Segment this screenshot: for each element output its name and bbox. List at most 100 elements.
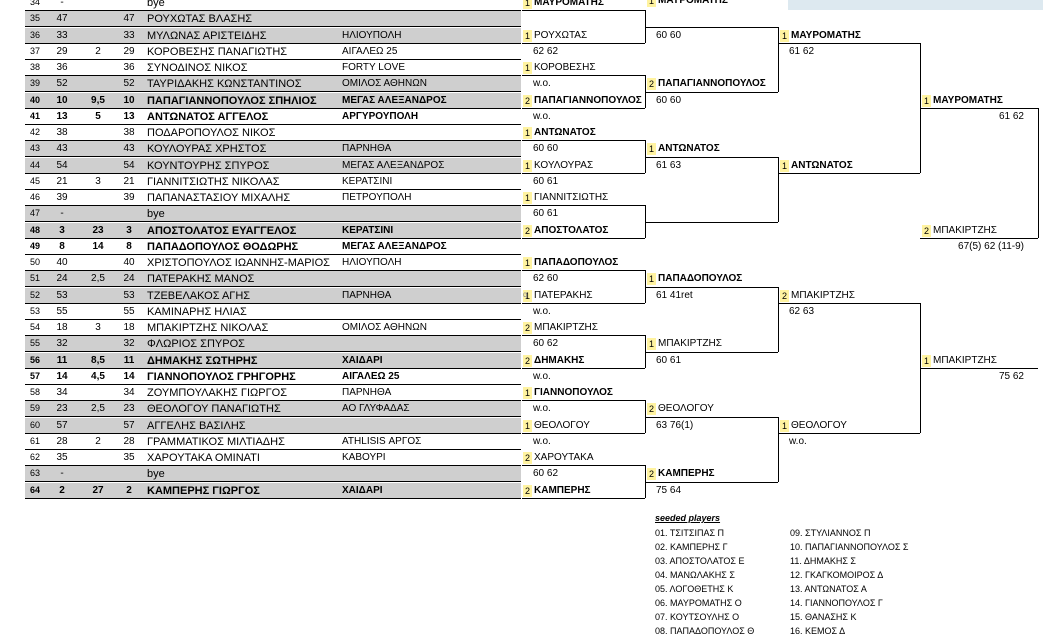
row-number: 48	[29, 224, 40, 235]
bracket-line	[522, 335, 645, 337]
row-number: 44	[29, 159, 40, 170]
rank-a: 24	[56, 273, 68, 285]
player-name: bye	[147, 0, 165, 9]
rank-c: 24	[123, 273, 135, 285]
club-name: ΜΕΓΑΣ ΑΛΕΞΑΝΔΡΟΣ	[342, 240, 447, 252]
club-name: ΧΑΙΔΑΡΙ	[342, 484, 383, 496]
rank-a: 55	[56, 305, 68, 317]
bracket-line	[522, 400, 645, 402]
row-number: 63	[29, 468, 40, 479]
seed-entry: 13. ΑΝΤΩΝΑΤΟΣ Α	[790, 584, 867, 594]
rank-a: 33	[56, 29, 68, 41]
player-name: ΠΑΤΕΡΑΚΗΣ ΜΑΝΟΣ	[147, 273, 255, 286]
player-name: ΑΠΟΣΤΟΛΑΤΟΣ ΕΥΑΓΓΕΛΟΣ	[147, 224, 297, 237]
club-name: ΟΜΙΛΟΣ ΑΘΗΝΩΝ	[342, 78, 427, 90]
club-name: ΑΟ ΓΛΥΦΑΔΑΣ	[342, 403, 410, 415]
bracket-line	[1038, 107, 1039, 238]
seed-badge: 1	[523, 257, 532, 269]
seed-badge: 1	[523, 289, 532, 302]
bracket-line	[522, 42, 645, 44]
seed-badge: 2	[922, 224, 931, 237]
row-number: 47	[29, 208, 40, 219]
match-score: 61 63	[656, 159, 682, 171]
player-name: ΓΙΑΝΝΙΤΣΙΩΤΗΣ ΝΙΚΟΛΑΣ	[147, 175, 280, 188]
row-number: 53	[29, 305, 40, 316]
rank-c: 13	[123, 110, 135, 122]
club-name: ATHLISIS ΑΡΓΟΣ	[342, 435, 422, 447]
player-name: ΚΟΥΛΟΥΡΑΣ ΧΡΗΣΤΟΣ	[147, 143, 267, 156]
row-number: 55	[29, 338, 40, 349]
row-number: 54	[29, 322, 40, 332]
bracket-line	[645, 351, 778, 353]
row-number: 56	[29, 354, 40, 365]
bracket-line	[920, 237, 1038, 239]
bracket-player: ΚΟΡΟΒΕΣΗΣ	[534, 62, 596, 73]
seed-badge: 1	[922, 94, 931, 107]
bracket-player: ΔΗΜΑΚΗΣ	[534, 354, 585, 366]
bracket-player: ΚΟΥΛΟΥΡΑΣ	[534, 159, 594, 171]
rank-c: 35	[123, 452, 135, 463]
player-name: ΚΑΜΠΕΡΗΣ ΓΙΩΡΓΟΣ	[147, 484, 260, 497]
row-number: 49	[29, 240, 40, 251]
seed-badge: 2	[523, 452, 532, 464]
bracket-player: ΜΠΑΚΙΡΤΖΗΣ	[534, 322, 598, 333]
bracket-player: ΜΑΥΡΟΜΑΤΗΣ	[791, 29, 861, 41]
player-name: ΓΙΑΝΝΟΠΟΥΛΟΣ ΓΡΗΓΟΡΗΣ	[147, 370, 296, 383]
bracket-line	[645, 416, 778, 418]
seed-badge: 1	[523, 387, 532, 399]
points: 14	[92, 240, 104, 252]
club-name: ΟΜΙΛΟΣ ΑΘΗΝΩΝ	[342, 322, 427, 333]
rank-a: 3	[59, 224, 65, 236]
bracket-line	[645, 286, 778, 288]
seed-entry: 03. ΑΠΟΣΤΟΛΑΤΟΣ Ε	[655, 556, 745, 566]
rank-a: 18	[56, 322, 68, 333]
draw-row: 34-bye	[25, 0, 521, 11]
match-score: 60 60	[656, 94, 682, 106]
rank-a: 35	[56, 452, 68, 463]
bracket-line	[522, 10, 645, 12]
row-number: 45	[29, 175, 40, 186]
row-number: 40	[29, 94, 40, 105]
match-score: w.o.	[789, 435, 807, 447]
match-score: 75 64	[656, 484, 682, 496]
seed-badge: 1	[523, 0, 532, 9]
seed-badge: 1	[780, 29, 789, 42]
rank-a: -	[60, 208, 64, 220]
bracket-player: ΡΟΥΧΩΤΑΣ	[534, 29, 588, 41]
bracket-line	[522, 140, 645, 142]
match-score: 60 61	[656, 354, 682, 366]
row-number: 41	[29, 110, 40, 121]
rank-c: 3	[126, 224, 132, 236]
bracket-line	[645, 91, 778, 93]
row-number: 59	[29, 403, 40, 414]
bracket-player: ΜΠΑΚΙΡΤΖΗΣ	[791, 289, 855, 301]
bracket-player: ΘΕΟΛΟΓΟΥ	[534, 419, 590, 431]
player-name: bye	[147, 208, 165, 221]
rank-c: 47	[123, 13, 135, 25]
row-number: 61	[29, 435, 40, 446]
match-score: 60 60	[533, 143, 559, 155]
bracket-line	[522, 270, 645, 272]
match-score: 60 61	[533, 208, 559, 220]
rank-a: 21	[56, 175, 68, 187]
rank-a: 53	[56, 289, 68, 301]
match-score: 61 41ret	[656, 289, 693, 301]
match-score: 63 76(1)	[656, 419, 694, 431]
rank-a: -	[60, 0, 64, 8]
rank-c: 43	[123, 143, 135, 155]
seed-entry: 04. ΜΑΝΩΛΑΚΗΣ Σ	[655, 570, 735, 580]
club-name: ΗΛΙΟΥΠΟΛΗ	[342, 29, 402, 41]
row-number: 57	[29, 370, 40, 381]
match-score: 62 60	[533, 273, 559, 285]
seed-badge: 2	[523, 354, 532, 367]
row-number: 46	[29, 192, 40, 202]
bracket-line	[778, 432, 920, 434]
bracket-line	[645, 481, 778, 483]
